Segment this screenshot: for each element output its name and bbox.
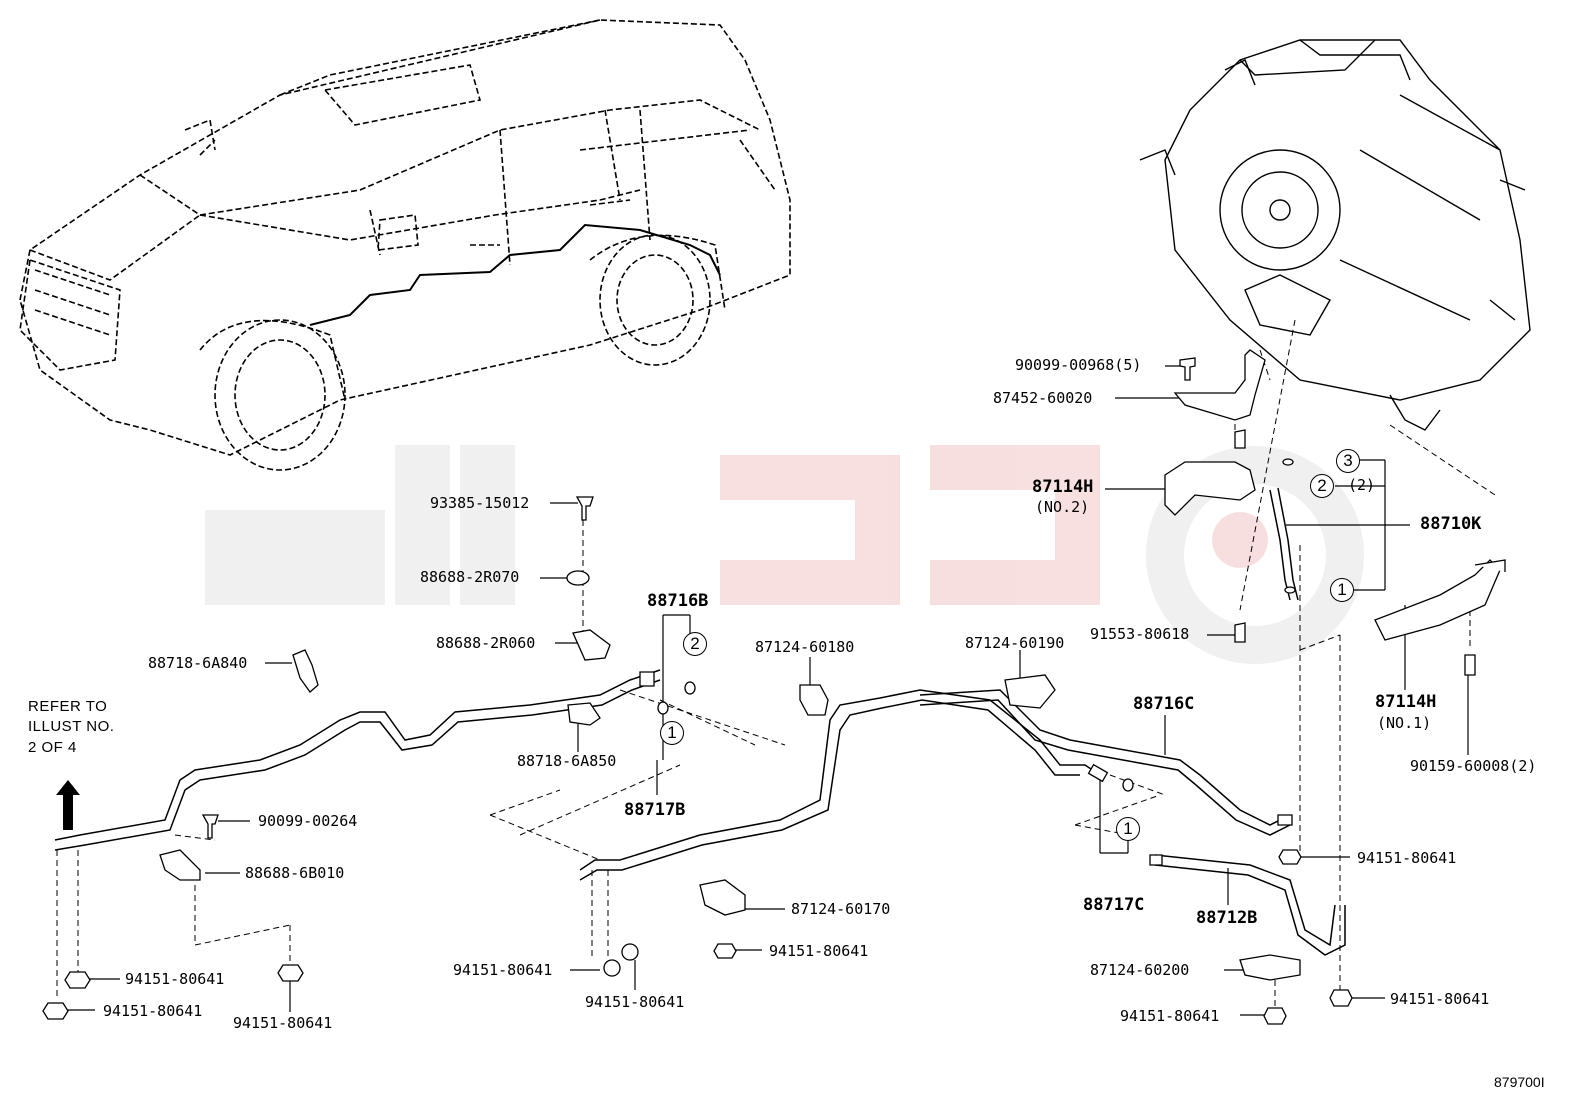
part-label-sub: (NO.2) <box>1035 498 1090 516</box>
part-label: 87114H <box>1032 477 1094 497</box>
part-label: 94151-80641 <box>125 970 225 988</box>
part-label: 88688-2R070 <box>420 568 520 586</box>
part-label: 94151-80641 <box>1390 990 1490 1008</box>
part-label: 90099-00264 <box>258 812 358 830</box>
small-parts <box>43 350 1505 1024</box>
refer-arrow-icon <box>56 780 80 830</box>
hvac-unit <box>1140 40 1530 430</box>
part-label: 87452-60020 <box>993 389 1093 407</box>
part-label: 87114H <box>1375 692 1437 712</box>
callout-1: 1 <box>660 721 684 745</box>
part-label: 94151-80641 <box>233 1014 333 1032</box>
part-label: (2) <box>1348 476 1376 494</box>
part-label: 94151-80641 <box>103 1002 203 1020</box>
part-label-sub: (NO.1) <box>1377 714 1432 732</box>
refer-note: REFER TO ILLUST NO. 2 OF 4 <box>28 697 114 758</box>
part-label: 87124-60170 <box>791 900 891 918</box>
part-label: 88717B <box>624 800 686 820</box>
part-label: 94151-80641 <box>1120 1007 1220 1025</box>
dashed-guides <box>57 320 1495 1015</box>
part-label: 90159-60008(2) <box>1410 757 1537 775</box>
callout-2: 2 <box>1310 474 1334 498</box>
part-label: 88712B <box>1196 908 1258 928</box>
refer-note-line2: ILLUST NO. <box>28 718 115 736</box>
vehicle-wheels <box>200 235 725 470</box>
part-label: 88710K <box>1420 514 1482 534</box>
part-label: 88688-6B010 <box>245 864 345 882</box>
callout-2: 2 <box>683 632 707 656</box>
callout-1: 1 <box>1116 817 1140 841</box>
callout-3: 3 <box>1336 449 1360 473</box>
part-label: 88688-2R060 <box>436 634 536 652</box>
watermark-logo <box>205 445 1345 645</box>
part-label: 87124-60190 <box>965 634 1065 652</box>
part-label: 94151-80641 <box>453 961 553 979</box>
part-label: 88716C <box>1133 694 1195 714</box>
part-label: 91553-80618 <box>1090 625 1190 643</box>
part-label: 90099-00968(5) <box>1015 356 1142 374</box>
refer-note-line3: 2 OF 4 <box>28 738 77 756</box>
part-label: 93385-15012 <box>430 494 530 512</box>
part-label: 88716B <box>647 591 709 611</box>
part-label: 88718-6A850 <box>517 752 617 770</box>
part-label: 94151-80641 <box>585 993 685 1011</box>
part-label: 94151-80641 <box>1357 849 1457 867</box>
figure-id: 879700I <box>1494 1074 1545 1090</box>
callout-1: 1 <box>1330 578 1354 602</box>
vehicle-ac-line <box>310 225 720 325</box>
part-label: 88718-6A840 <box>148 654 248 672</box>
part-label: 88717C <box>1083 895 1145 915</box>
part-label: 94151-80641 <box>769 942 869 960</box>
part-label: 87124-60180 <box>755 638 855 656</box>
vehicle-illustration <box>20 20 790 455</box>
refer-note-line1: REFER TO <box>28 698 108 715</box>
part-label: 87124-60200 <box>1090 961 1190 979</box>
